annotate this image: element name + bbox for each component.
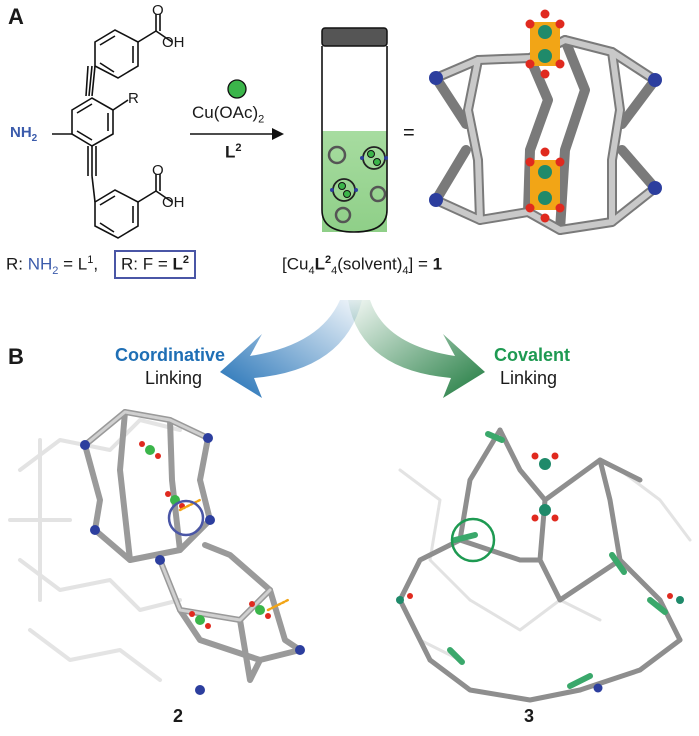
- vial: [321, 27, 388, 233]
- formula-mid: (solvent): [337, 254, 403, 274]
- formula-sub2: 4: [331, 265, 338, 278]
- r-legend-comma: ,: [93, 254, 99, 274]
- formula-open: [Cu: [282, 254, 309, 274]
- reagent-label: Cu(OAc)2: [192, 103, 264, 125]
- ligand-reagent-sup: 2: [235, 142, 242, 154]
- covalent-arrow: [348, 300, 485, 398]
- acid-bottom-o: O: [152, 162, 164, 179]
- formula-sub1: 4: [308, 265, 315, 278]
- r-legend-boxed: R: F = L2: [114, 250, 196, 279]
- r-legend-boxed-prefix: R: F =: [121, 254, 173, 274]
- ligand-reagent-text: L: [225, 142, 236, 162]
- formula-sub3: 4: [402, 265, 409, 278]
- ligand-structure: [52, 14, 173, 239]
- vial-body: [321, 46, 388, 233]
- r-group-label: R: [128, 90, 139, 107]
- vial-liquid: [322, 131, 387, 232]
- coordinative-title: Coordinative: [115, 345, 226, 365]
- bottom-benzoic-ring: [94, 189, 139, 239]
- reaction-arrow: [190, 79, 284, 140]
- r-legend-group-sub: 2: [52, 265, 59, 278]
- r-legend-suffix: = L: [58, 254, 88, 274]
- amine-nh: NH: [10, 124, 32, 141]
- coordinative-arrow: [220, 300, 362, 398]
- equals-sign: =: [403, 122, 415, 144]
- r-legend-boxed-sup: 2: [182, 254, 189, 266]
- covalent-subtitle: Linking: [500, 368, 558, 388]
- covalent-highlight-circle: [450, 517, 496, 563]
- panel-label-b: B: [8, 344, 24, 369]
- vial-cap: [321, 27, 388, 47]
- product-3-label: 3: [524, 706, 535, 726]
- formula-number: 1: [432, 254, 443, 274]
- central-ring: [71, 97, 114, 147]
- acid-bottom-oh: OH: [162, 194, 185, 211]
- top-benzoic-ring: [94, 29, 139, 79]
- formula-ligand: L: [314, 254, 325, 274]
- r-legend-prefix: R:: [6, 254, 28, 274]
- acid-top-o: O: [152, 2, 164, 19]
- coordinative-subtitle: Linking: [145, 368, 203, 388]
- acid-top-oh: OH: [162, 34, 185, 51]
- amine-sub: 2: [31, 133, 38, 144]
- r-legend-boxed-ligand: L: [172, 254, 183, 274]
- product-2-label: 2: [173, 706, 184, 726]
- r-legend-nh2: R: NH2 = L1,: [6, 254, 98, 277]
- cu-paddlewheel-top: [525, 9, 565, 79]
- reagent-sub: 2: [258, 113, 265, 126]
- formula-sup: 2: [324, 254, 332, 266]
- covalent-title: Covalent: [494, 345, 571, 365]
- copper-ion-icon: [227, 79, 247, 99]
- cage-1-model: [429, 9, 662, 235]
- amine-label: NH2: [10, 124, 37, 144]
- reagent-text: Cu(OAc): [192, 103, 259, 122]
- lattice-3-model: [396, 427, 692, 703]
- cu-paddlewheel-bottom: [525, 147, 565, 223]
- coordination-highlight-circle: [167, 499, 205, 537]
- lattice-2-model: [8, 409, 305, 695]
- ligand-reagent-label: L2: [225, 142, 242, 163]
- cage-formula: [Cu4L24(solvent)4] = 1: [282, 254, 442, 277]
- formula-close: ] =: [408, 254, 433, 274]
- r-legend-group: NH: [27, 254, 53, 274]
- panel-label-a: A: [8, 4, 24, 29]
- r-legend-sup: 1: [87, 254, 94, 266]
